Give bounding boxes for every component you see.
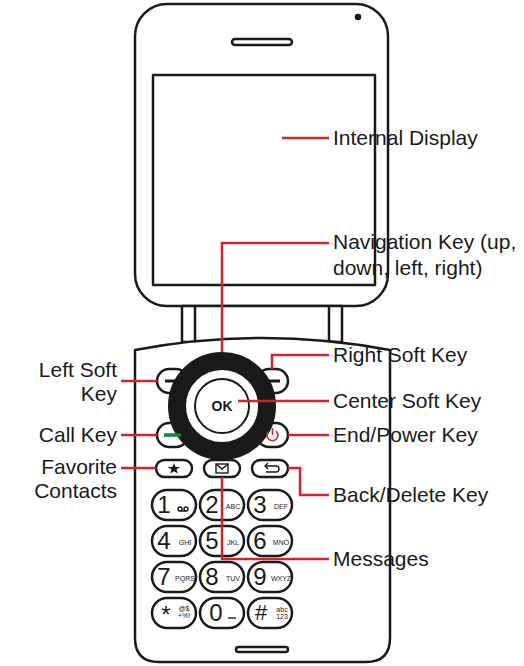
- key-letters: GHI: [179, 539, 191, 546]
- key-digit: 0: [209, 601, 222, 625]
- key-digit: *: [161, 603, 170, 627]
- key-digit: 2: [205, 493, 218, 517]
- key-symbols: @$ +%!: [175, 605, 193, 620]
- key-letters: MNO: [273, 539, 289, 546]
- ok-key-label: OK: [212, 399, 233, 413]
- key-letters: TUV: [226, 575, 240, 582]
- key-digit: 1: [157, 493, 170, 517]
- key-letters: JKL: [227, 539, 239, 546]
- callout-label: Navigation Key (up, down, left, right): [333, 229, 518, 281]
- key-digit: 7: [157, 565, 170, 589]
- key-digit: 4: [157, 529, 170, 553]
- key-digit: 5: [205, 529, 218, 553]
- callout-label: Internal Display: [333, 125, 478, 150]
- key-letters: DEF: [274, 503, 288, 510]
- callout-label: Right Soft Key: [333, 342, 467, 367]
- key-letters: WXYZ: [271, 575, 291, 582]
- callout-label: Center Soft Key: [333, 388, 481, 413]
- key-digit: 9: [253, 565, 266, 589]
- key-letters: PQRS: [175, 575, 195, 582]
- callout-label: Favorite Contacts: [12, 455, 117, 503]
- key-digit: 6: [253, 529, 266, 553]
- callout-label: Back/Delete Key: [333, 482, 488, 507]
- key-digit: #: [255, 602, 267, 624]
- callout-label: Left Soft Key: [12, 358, 117, 406]
- key-digit: 8: [205, 565, 218, 589]
- key-digit: 3: [253, 493, 266, 517]
- key-letters: ABC: [226, 503, 240, 510]
- callout-label: Messages: [333, 546, 429, 571]
- callout-label: Call Key: [39, 422, 117, 447]
- callout-label: End/Power Key: [333, 422, 478, 447]
- key-symbols: abc 123: [274, 606, 290, 621]
